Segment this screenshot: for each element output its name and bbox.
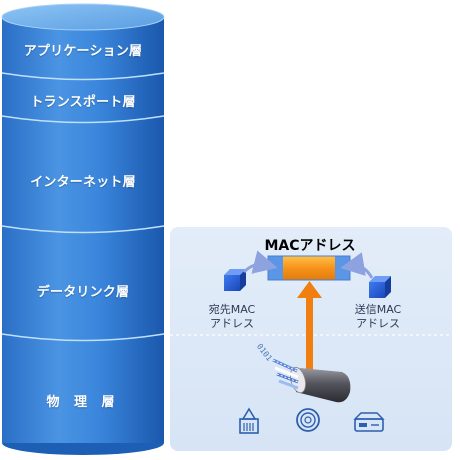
src-mac-cube [369,276,391,298]
cable-icon [272,358,351,403]
src-mac-label: 送信MAC アドレス [342,303,414,331]
layer-separator [1,72,165,81]
layer-cylinder [1,3,165,455]
src-mac-label-line1: 送信MAC [354,303,402,316]
dest-mac-label-line2: アドレス [210,317,254,330]
src-mac-label-line2: アドレス [356,317,400,330]
dest-mac-label-line1: 宛先MAC [208,303,256,316]
network-port-icon [239,407,259,434]
layer-label-datalink: データリンク層 [36,285,130,300]
layer-label-physical: 物 理 層 [46,395,120,410]
dest-mac-label: 宛先MAC アドレス [196,303,268,331]
src-mac-segment [335,256,350,280]
layer-separator [1,333,165,342]
layer-separator [1,115,165,124]
mac-address-frame [267,255,351,281]
dest-mac-cube [224,269,246,291]
layer-separator [1,225,165,234]
dest-mac-segment [268,256,283,280]
layer-label-application: アプリケーション層 [23,44,143,59]
up-arrow [297,281,322,370]
src-to-frame-arrow [340,252,374,279]
mac-address-title: MACアドレス [264,238,356,254]
dest-to-frame-arrow [242,250,278,274]
layer-label-internet: インターネット層 [30,175,136,190]
layer-label-transport: トランスポート層 [30,95,136,110]
cable-coil-icon [296,408,320,432]
network-card-icon [353,412,385,432]
